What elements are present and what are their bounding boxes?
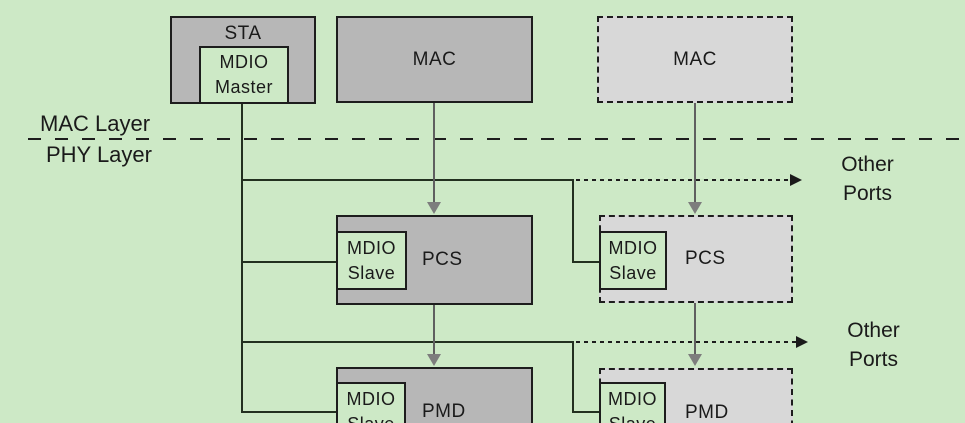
mdio-master-block: MDIO Master [199, 46, 289, 104]
mdio-slave-pmd-local-block: MDIO Slave [336, 382, 406, 423]
mdio-slave-pcs-local-label: MDIO Slave [347, 237, 396, 283]
pcs-remote-block: PCS MDIO Slave [599, 215, 793, 303]
mdio-slave-pmd-remote-block: MDIO Slave [599, 382, 666, 423]
pmd-local-block: PMD MDIO Slave [336, 367, 533, 423]
connector-branch-lower [241, 341, 573, 343]
mac-local-to-pcs-arrow-icon [427, 202, 441, 214]
pcs-local-to-pmd-line [433, 305, 435, 355]
mac-local-label: MAC [412, 48, 457, 70]
mac-remote-label: MAC [673, 48, 717, 70]
mac-remote-to-pcs-arrow-icon [688, 202, 702, 214]
mac-remote-to-pcs-line [694, 103, 696, 204]
layer-boundary-dashed-line [28, 138, 965, 140]
pcs-local-label: PCS [422, 249, 463, 270]
connector-sta-vertical [241, 104, 243, 413]
mac-remote-block: MAC [597, 16, 793, 103]
other-ports-label-lower: Other Ports [847, 319, 900, 371]
other-ports-arrow-upper-icon [790, 174, 802, 186]
pcs-remote-to-pmd-line [694, 303, 696, 355]
pmd-local-label: PMD [422, 401, 466, 422]
connector-remote-pcs-vertical [572, 179, 574, 263]
mdio-slave-pcs-remote-label: MDIO Slave [608, 237, 658, 283]
connector-remote-pmd-vertical [572, 341, 574, 413]
pmd-remote-block: PMD MDIO Slave [599, 368, 793, 423]
other-ports-label-upper: Other Ports [841, 153, 894, 205]
pmd-remote-label: PMD [685, 402, 729, 423]
sta-block: STA MDIO Master [170, 16, 316, 104]
pcs-local-to-pmd-arrow-icon [427, 354, 441, 366]
phy-layer-label: PHY Layer [46, 142, 152, 167]
mac-local-block: MAC [336, 16, 533, 103]
mdio-master-label: MDIO Master [214, 52, 273, 97]
mdio-slave-pmd-remote-label: MDIO Slave [608, 388, 657, 423]
mdio-slave-pcs-local-block: MDIO Slave [336, 231, 407, 290]
connector-to-pcs-remote [572, 261, 599, 263]
connector-to-pcs-local [241, 261, 336, 263]
pcs-remote-label: PCS [685, 248, 726, 269]
connector-branch-upper [241, 179, 573, 181]
sta-label: STA [224, 23, 262, 44]
other-ports-dotted-line-upper [576, 179, 790, 181]
mac-local-to-pcs-line [433, 103, 435, 204]
pcs-remote-to-pmd-arrow-icon [688, 354, 702, 366]
connector-to-pmd-remote [572, 411, 599, 413]
other-ports-arrow-lower-icon [796, 336, 808, 348]
connector-to-pmd-local [241, 411, 336, 413]
pcs-local-block: PCS MDIO Slave [336, 215, 533, 305]
mdio-slave-pmd-local-label: MDIO Slave [346, 388, 396, 423]
other-ports-dotted-line-lower [576, 341, 796, 343]
mdio-slave-pcs-remote-block: MDIO Slave [599, 231, 667, 290]
mac-layer-label: MAC Layer [40, 111, 151, 136]
